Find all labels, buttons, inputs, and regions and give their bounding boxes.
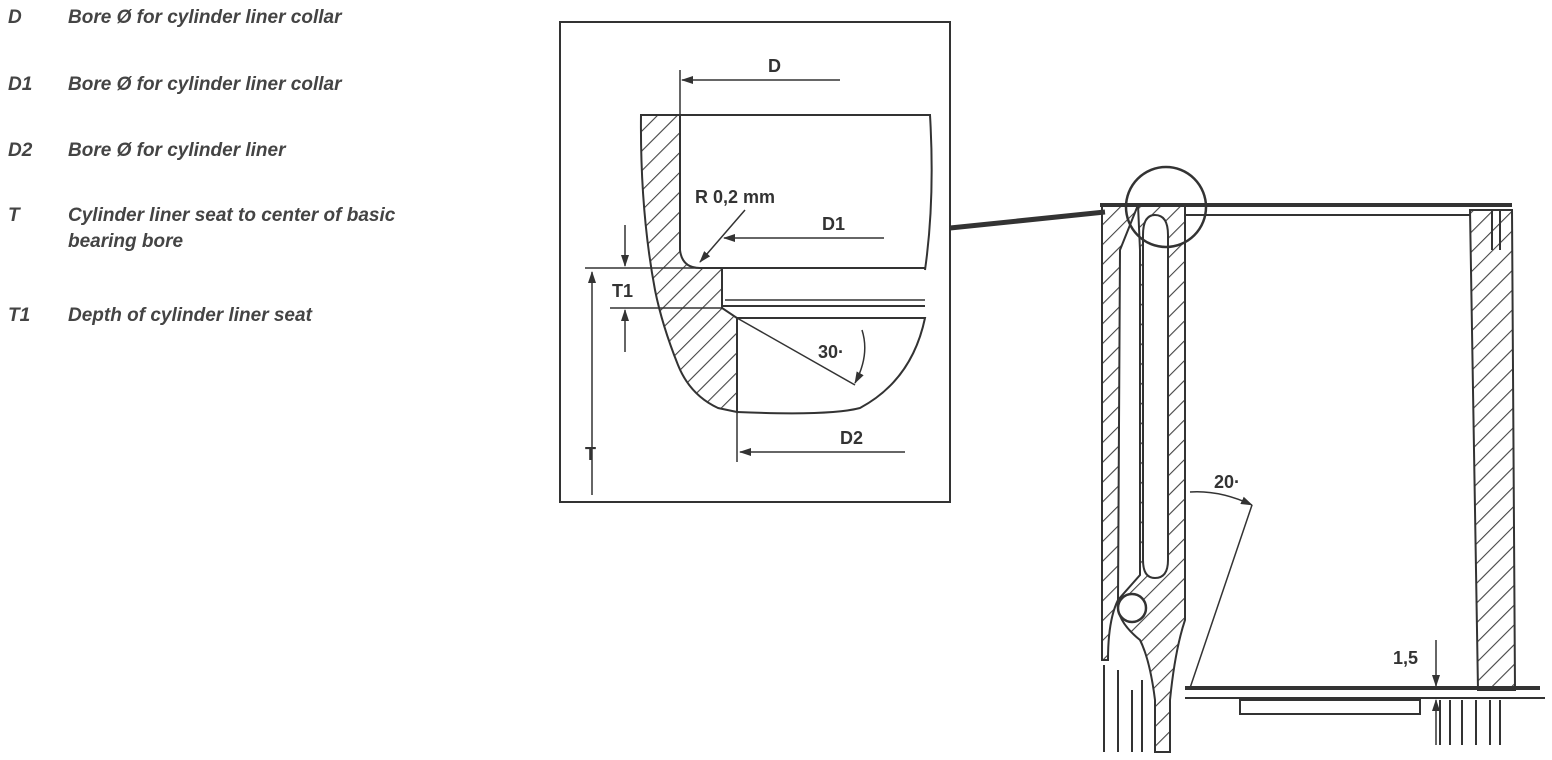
bottom-slot [1239,699,1421,715]
legend-text: Bore Ø for cylinder liner collar [68,74,342,95]
label-d1: D1 [822,214,845,234]
block-section-hatch [639,114,738,414]
detail-view: D R 0,2 mm D1 T1 T 30· D2 [559,21,951,503]
radius-leader [699,209,746,263]
legend-code: D1 [8,74,33,95]
coolant-channel [1142,213,1169,580]
label-d: D [768,56,781,76]
lower-ribs-left [1103,665,1143,752]
main-assembly: 20· 1,5 [1100,165,1545,753]
angle20-arc [1189,491,1253,506]
label-t1: T1 [612,281,633,301]
detail-callout-circle [1124,165,1208,249]
legend-code: T1 [8,305,31,326]
liner-outline [680,114,933,415]
label-d2: D2 [840,428,863,448]
detail-frame [559,21,951,503]
legend-code: T [8,205,20,226]
right-collar [1491,210,1501,250]
lower-ribs-right [1439,700,1501,745]
angle30-arc [854,329,866,384]
oil-bore [1116,592,1148,624]
label-t: T [585,444,596,464]
angle20-line [1189,504,1253,689]
chamfer-line [736,317,856,386]
legend-text: Depth of cylinder liner seat [68,305,312,326]
right-wall-hatch [1468,209,1517,691]
legend-text: Cylinder liner seat to center of basic b… [68,205,396,252]
legend-text: Bore Ø for cylinder liner [68,140,286,161]
left-wall-hatch [1101,204,1140,661]
legend-code: D2 [8,140,33,161]
label-angle30: 30· [818,342,844,362]
detail-connector [949,209,1106,231]
legend-code: D [8,7,22,28]
label-radius: R 0,2 mm [695,187,775,207]
label-angle20: 20· [1214,472,1240,492]
label-gap: 1,5 [1393,648,1418,668]
legend-text: Bore Ø for cylinder liner collar [68,7,342,28]
